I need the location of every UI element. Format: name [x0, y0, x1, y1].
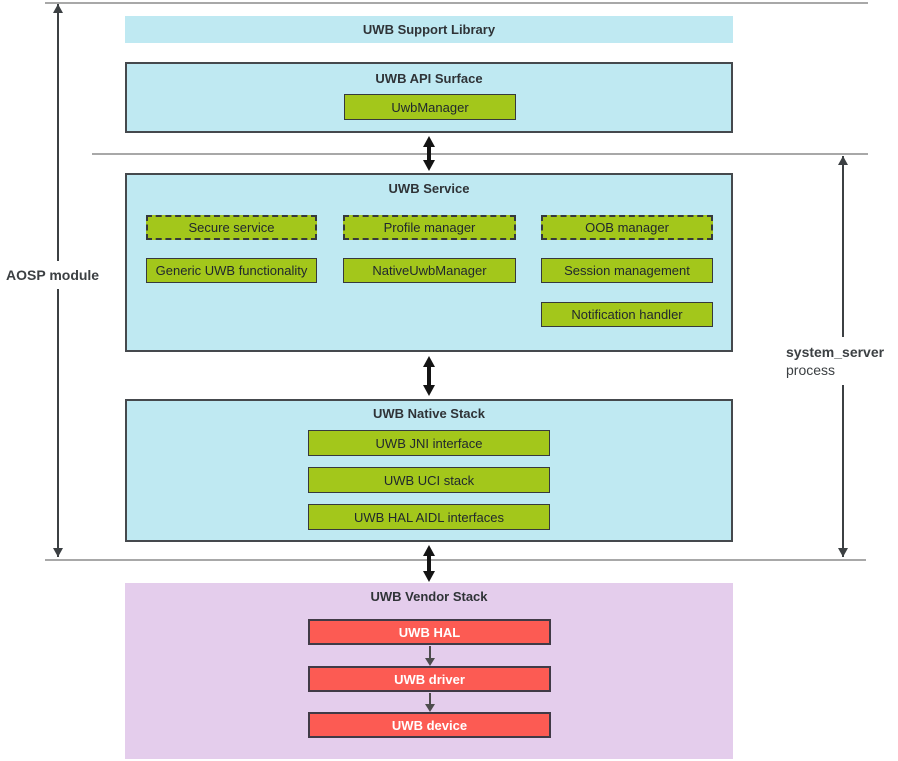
- uwb-api-surface-title: UWB API Surface: [375, 71, 483, 86]
- system-server-text: system_server: [786, 344, 885, 360]
- aosp-module-text: AOSP module: [6, 267, 100, 283]
- vendor-boundary-line: [45, 559, 866, 561]
- driver-device-arrow: [425, 693, 435, 712]
- uwb-vendor-stack-title: UWB Vendor Stack: [370, 589, 488, 604]
- uwb-jni-interface-box: UWB JNI interface: [308, 430, 550, 456]
- native-uwb-manager-box: NativeUwbManager: [343, 258, 516, 283]
- top-boundary-line: [45, 2, 868, 4]
- service-native-arrow: [423, 356, 435, 396]
- hal-driver-arrow: [425, 646, 435, 666]
- uwbmanager-box: UwbManager: [344, 94, 516, 120]
- uwb-support-library-title: UWB Support Library: [362, 22, 496, 37]
- session-management-box: Session management: [541, 258, 713, 283]
- notification-handler-box: Notification handler: [541, 302, 713, 327]
- aosp-module-label: AOSP module: [6, 261, 104, 289]
- secure-service-box: Secure service: [146, 215, 317, 240]
- native-vendor-arrow: [423, 545, 435, 582]
- oob-manager-box: OOB manager: [541, 215, 713, 240]
- uwb-uci-stack-box: UWB UCI stack: [308, 467, 550, 493]
- generic-uwb-functionality-box: Generic UWB functionality: [146, 258, 317, 283]
- uwb-driver-box: UWB driver: [308, 666, 551, 692]
- uwb-device-box: UWB device: [308, 712, 551, 738]
- uwb-support-library-box: [125, 16, 733, 43]
- profile-manager-box: Profile manager: [343, 215, 516, 240]
- api-service-arrow: [423, 136, 435, 171]
- uwb-hal-box: UWB HAL: [308, 619, 551, 645]
- uwb-hal-aidl-interfaces-box: UWB HAL AIDL interfaces: [308, 504, 550, 530]
- uwb-native-stack-title: UWB Native Stack: [373, 406, 485, 421]
- system-server-top-line: [92, 153, 868, 155]
- process-text: process: [786, 362, 836, 378]
- uwb-service-title: UWB Service: [388, 181, 470, 196]
- system-server-label: system_server process: [786, 337, 898, 385]
